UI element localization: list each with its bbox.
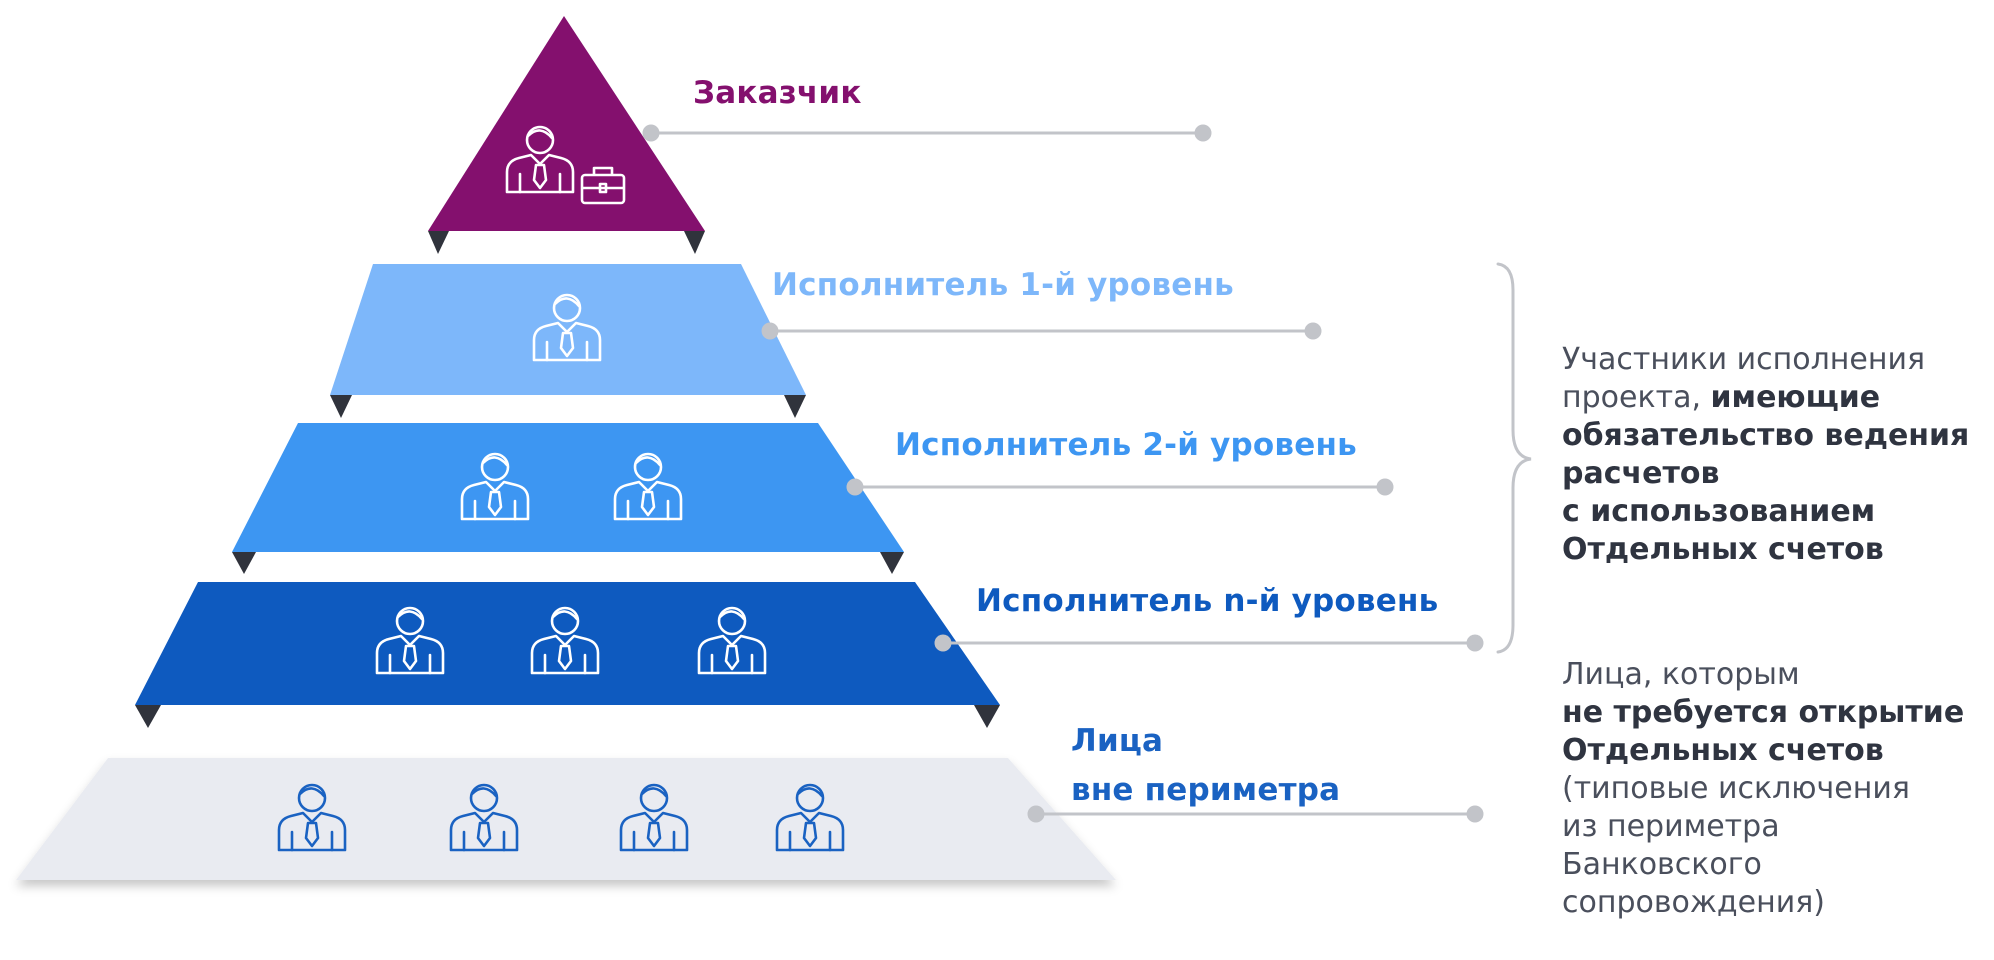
tier-level2 xyxy=(232,423,904,552)
label-customer: Заказчик xyxy=(693,75,862,111)
connector-outside xyxy=(1027,805,1484,823)
ledge-right xyxy=(974,705,1000,728)
ledge-right xyxy=(784,395,806,418)
customer-with-briefcase-icon xyxy=(505,125,626,205)
tier-outside xyxy=(16,758,1116,880)
ledge-left xyxy=(330,395,352,418)
note-participants: Участники исполнения проекта, имеющие об… xyxy=(1562,342,1970,567)
connector-level1 xyxy=(761,322,1322,340)
connector-customer xyxy=(642,124,1212,142)
ledge-right xyxy=(880,552,904,574)
label-level1: Исполнитель 1-й уровень xyxy=(772,267,1234,303)
curly-brace xyxy=(1496,262,1532,654)
tier-customer xyxy=(428,16,705,231)
label-level2: Исполнитель 2-й уровень xyxy=(895,427,1357,463)
ledge-left xyxy=(135,705,161,728)
label-outside: Лица вне периметра xyxy=(1071,723,1341,808)
ledge-right xyxy=(684,231,705,254)
ledge-left xyxy=(428,231,449,254)
connector-level2 xyxy=(846,478,1394,496)
label-leveln: Исполнитель n-й уровень xyxy=(976,583,1439,619)
note-outside: Лица, которым не требуется открытие Отде… xyxy=(1562,657,1965,920)
connector-leveln xyxy=(934,634,1484,652)
ledge-left xyxy=(232,552,256,574)
